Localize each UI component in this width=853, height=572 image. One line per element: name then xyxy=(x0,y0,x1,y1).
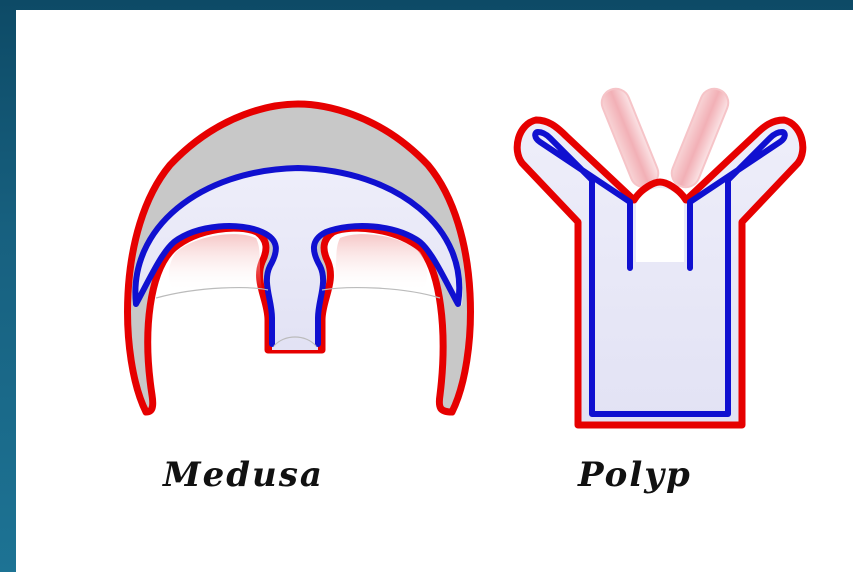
polyp-label: Polyp xyxy=(578,455,692,495)
polyp-diagram xyxy=(517,85,803,425)
polyp-mouth-region xyxy=(636,188,684,262)
medusa-diagram xyxy=(128,104,471,412)
polyp-body xyxy=(517,120,803,425)
medusa-label: Medusa xyxy=(163,455,324,495)
